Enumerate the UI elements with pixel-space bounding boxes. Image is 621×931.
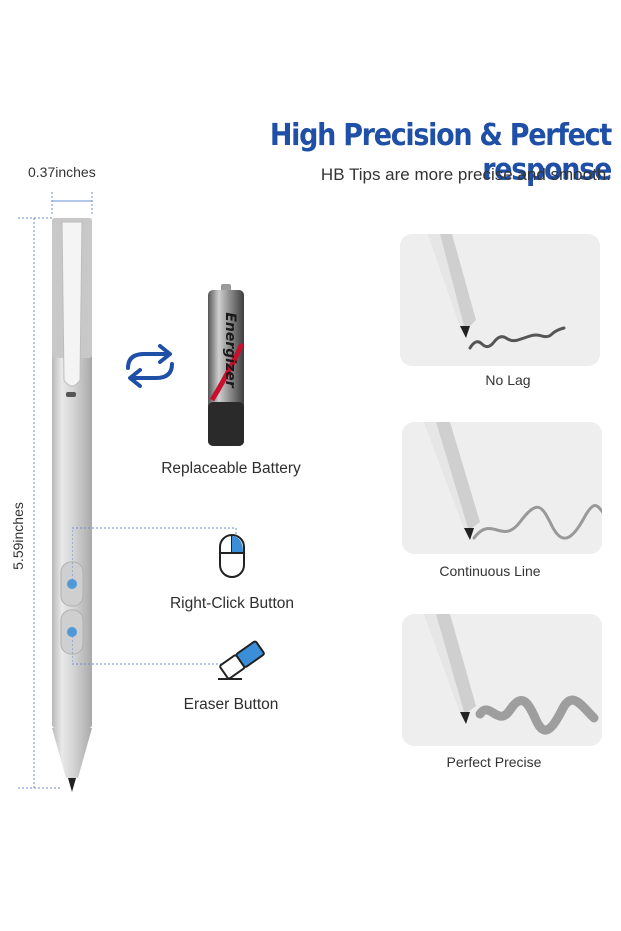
battery-brand-text: Energizer bbox=[222, 312, 238, 388]
headline-subtitle: HB Tips are more precise and smooth. bbox=[320, 165, 611, 184]
swap-arrows-icon bbox=[126, 344, 174, 388]
eraser-button-label: Eraser Button bbox=[183, 696, 279, 713]
width-dimension-label: 0.37inches bbox=[28, 164, 96, 180]
eraser-icon bbox=[218, 640, 265, 680]
headline-title: High Precision & Perfect response bbox=[269, 118, 612, 188]
stylus-illustration bbox=[18, 192, 93, 792]
pen-tip-short-stroke-icon bbox=[428, 234, 566, 350]
perfect-precise-sample-card bbox=[402, 614, 602, 746]
stylus-pen bbox=[52, 218, 92, 792]
no-lag-label: No Lag bbox=[485, 372, 531, 388]
no-lag-sample-card bbox=[400, 234, 600, 366]
right-click-button-label: Right-Click Button bbox=[169, 595, 295, 612]
continuous-line-sample-card bbox=[402, 422, 602, 554]
width-dimension-line bbox=[51, 192, 93, 214]
continuous-line-label: Continuous Line bbox=[439, 563, 541, 579]
button-connector-lines bbox=[72, 527, 237, 665]
mouse-right-click-icon bbox=[219, 534, 245, 578]
length-dimension-line bbox=[18, 217, 62, 789]
aaaa-battery-image: Energizer bbox=[208, 284, 245, 446]
pen-tip-wavy-line-icon bbox=[424, 422, 602, 540]
perfect-precise-label: Perfect Precise bbox=[446, 754, 542, 770]
pen-tip-bold-stroke-icon bbox=[424, 614, 599, 735]
replaceable-battery-label: Replaceable Battery bbox=[161, 460, 301, 477]
